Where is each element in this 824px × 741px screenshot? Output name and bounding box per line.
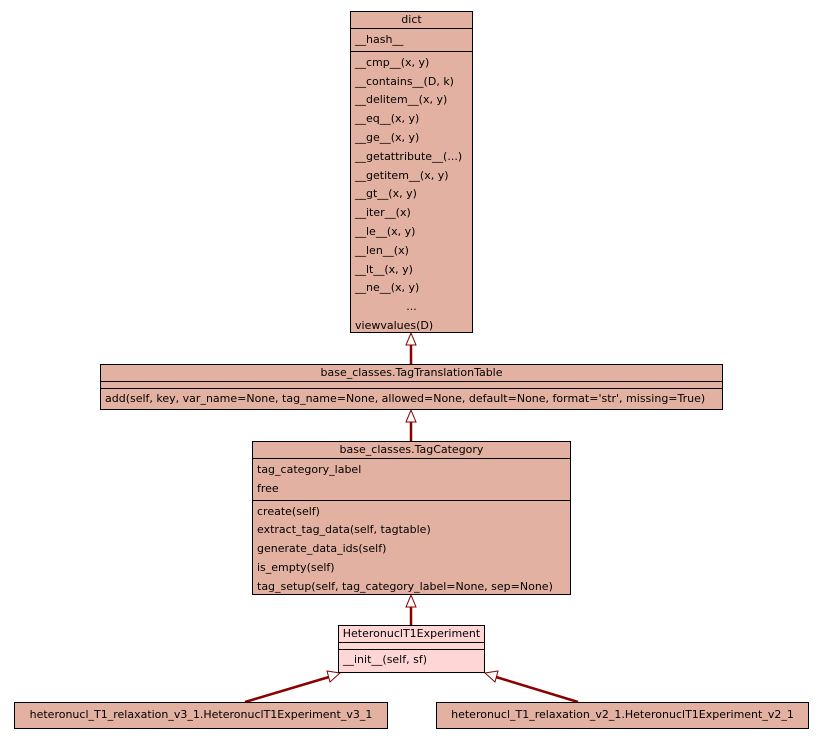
method: __getattribute__(...) (355, 149, 463, 163)
edge-v2-to-experiment (495, 675, 579, 704)
class-tag-category-attributes: tag_category_label free (253, 459, 570, 501)
arrowhead-experiment-right (483, 670, 499, 683)
class-heteronucl-t1-experiment-v3-1[interactable]: heteronucl_T1_relaxation_v3_1.Heteronucl… (14, 702, 388, 729)
class-heteronucl-t1-experiment[interactable]: HeteronuclT1Experiment __init__(self, sf… (338, 625, 485, 673)
method: __lt__(x, y) (355, 262, 413, 276)
class-heteronucl-t1-experiment-methods: __init__(self, sf) (339, 650, 484, 671)
method: __ne__(x, y) (355, 281, 420, 295)
arrowhead-category (405, 593, 417, 608)
class-heteronucl-t1-experiment-title: HeteronuclT1Experiment (339, 626, 484, 643)
method: tag_setup(self, tag_category_label=None,… (257, 579, 553, 593)
class-dict-title: dict (351, 12, 472, 29)
method: __contains__(D, k) (355, 74, 454, 88)
class-dict-methods: __cmp__(x, y) __contains__(D, k) __delit… (351, 52, 472, 337)
method: create(self) (257, 504, 320, 518)
attribute: __hash__ (355, 33, 404, 46)
class-tag-category-title: base_classes.TagCategory (253, 442, 570, 459)
class-tag-category-methods: create(self) extract_tag_data(self, tagt… (253, 501, 570, 598)
method: __cmp__(x, y) (355, 55, 430, 69)
method: __delitem__(x, y) (355, 93, 448, 107)
method: viewvalues(D) (355, 318, 434, 332)
method: __le__(x, y) (355, 224, 416, 238)
arrowhead-dict (405, 331, 417, 346)
class-tag-translation-table-methods: add(self, key, var_name=None, tag_name=N… (101, 389, 722, 410)
class-heteronucl-t1-experiment-v2-1[interactable]: heteronucl_T1_relaxation_v2_1.Heteronucl… (436, 702, 809, 729)
method: __len__(x) (355, 243, 409, 257)
arrowhead-experiment-left (326, 670, 342, 683)
method: add(self, key, var_name=None, tag_name=N… (105, 392, 706, 405)
class-heteronucl-t1-experiment-v3-1-title: heteronucl_T1_relaxation_v3_1.Heteronucl… (29, 708, 373, 721)
method: __getitem__(x, y) (355, 168, 449, 182)
method: extract_tag_data(self, tagtable) (257, 523, 431, 537)
method: __eq__(x, y) (355, 112, 420, 126)
class-tag-translation-table-title: base_classes.TagTranslationTable (101, 365, 722, 382)
class-tag-translation-table[interactable]: base_classes.TagTranslationTable add(sel… (100, 364, 723, 410)
method: __ge__(x, y) (355, 130, 420, 144)
method: __gt__(x, y) (355, 187, 417, 201)
method-ellipsis: ... (406, 300, 417, 314)
method: __iter__(x) (355, 206, 411, 220)
class-tag-category[interactable]: base_classes.TagCategory tag_category_la… (252, 441, 571, 595)
class-heteronucl-t1-experiment-attributes (339, 643, 484, 650)
arrowhead-translation (405, 408, 417, 423)
attribute: free (257, 481, 279, 495)
attribute: tag_category_label (257, 463, 362, 476)
method: __init__(self, sf) (343, 653, 428, 666)
class-heteronucl-t1-experiment-v2-1-title: heteronucl_T1_relaxation_v2_1.Heteronucl… (451, 708, 794, 721)
method: generate_data_ids(self) (257, 542, 387, 556)
class-dict-attributes: __hash__ (351, 29, 472, 52)
method: is_empty(self) (257, 560, 335, 574)
class-dict[interactable]: dict __hash__ __cmp__(x, y) __contains__… (350, 11, 473, 333)
edge-v3-to-experiment (244, 675, 330, 704)
class-tag-translation-table-attributes (101, 382, 722, 389)
